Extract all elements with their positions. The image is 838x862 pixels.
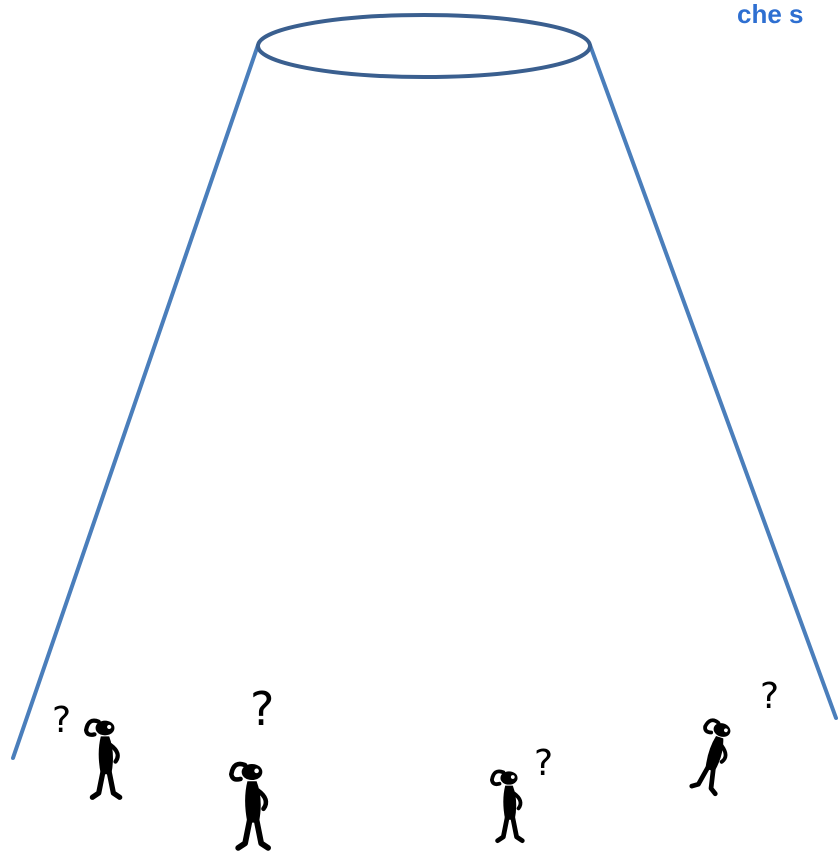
- thinking-person-icon: [231, 764, 268, 848]
- thinking-person-icon: [686, 718, 736, 793]
- question-mark: ?: [760, 676, 779, 717]
- question-mark: ?: [250, 682, 274, 736]
- cone-left-edge: [13, 45, 258, 758]
- thinking-person-icon: [86, 721, 120, 798]
- question-mark: ?: [52, 700, 71, 741]
- question-mark: ?: [534, 743, 553, 784]
- thinking-person-icon: [492, 771, 522, 840]
- cone-right-edge: [590, 45, 836, 718]
- cone-top-rim: [258, 15, 590, 77]
